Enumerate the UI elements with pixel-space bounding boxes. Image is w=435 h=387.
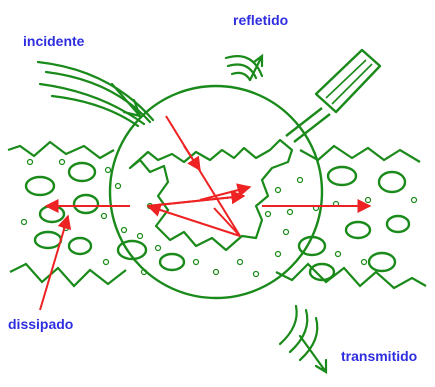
ray-dissipated — [40, 216, 68, 310]
probe-stripes — [326, 60, 376, 110]
transmitted-direction-arrow — [300, 336, 326, 372]
material-band — [8, 142, 426, 288]
probe-body — [316, 50, 380, 112]
incident-label: incidente — [23, 33, 84, 49]
grain — [387, 216, 409, 232]
pore — [102, 214, 107, 219]
transmitted-label: transmitido — [341, 348, 417, 364]
pore — [276, 252, 281, 257]
defect-cavity — [130, 140, 292, 250]
pore — [156, 246, 161, 251]
grain — [35, 232, 61, 248]
pore — [214, 270, 219, 275]
grain — [40, 206, 64, 222]
ray-incident — [166, 116, 240, 236]
pore — [238, 260, 243, 265]
grain — [74, 195, 98, 213]
pore — [28, 160, 33, 165]
pore — [276, 188, 281, 193]
dissipated-label: dissipado — [8, 316, 73, 332]
ray-incident-arrow — [184, 146, 200, 170]
grain — [69, 238, 91, 254]
incident-wavefronts — [38, 62, 153, 126]
pore — [366, 198, 371, 203]
pore — [106, 168, 111, 173]
grain — [346, 222, 370, 238]
material-bottom-edge — [10, 264, 126, 286]
reflected-wavefronts — [226, 56, 262, 80]
pore — [22, 220, 27, 225]
pore — [284, 230, 289, 235]
transmitted-wave-1 — [280, 306, 297, 344]
pores — [22, 160, 417, 277]
pore — [116, 184, 121, 189]
pore — [362, 260, 367, 265]
reflected-wave-3 — [232, 73, 250, 80]
material-bottom-edge-right — [276, 264, 426, 288]
material-top-edge — [8, 142, 114, 158]
pore — [138, 234, 143, 239]
transmitted-wavefronts — [280, 306, 326, 372]
pore — [298, 178, 303, 183]
pore — [254, 272, 259, 277]
transmitted-wave-2 — [290, 310, 307, 352]
grain — [160, 254, 184, 270]
pore — [104, 260, 109, 265]
probe-stem — [286, 108, 330, 142]
pore — [412, 198, 417, 203]
pore — [60, 160, 65, 165]
grain — [26, 177, 54, 195]
grain — [369, 253, 395, 271]
grain — [69, 163, 95, 181]
reflected-label: refletido — [233, 12, 288, 28]
pore — [194, 260, 199, 265]
grain — [379, 172, 405, 192]
pore — [288, 210, 293, 215]
grains — [26, 163, 409, 280]
pore — [122, 228, 127, 233]
inspection-circle — [110, 86, 322, 298]
pore — [336, 252, 341, 257]
grain — [328, 167, 356, 185]
pore — [266, 212, 271, 217]
